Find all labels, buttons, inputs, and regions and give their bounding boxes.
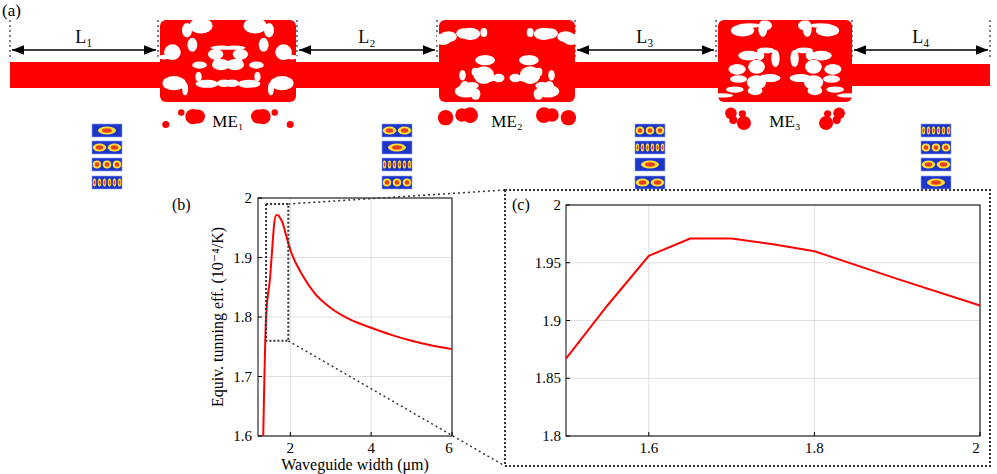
panel-label: (c) — [512, 196, 530, 214]
mode-profile — [635, 158, 665, 171]
tick-mark — [258, 436, 262, 437]
mode-profile — [382, 124, 412, 137]
element-label: ME₁ — [158, 112, 298, 132]
tick-mark — [566, 436, 570, 437]
tick-mark — [258, 198, 262, 199]
mode-element: ME₃ — [716, 16, 854, 134]
tick-label: 1.9 — [542, 313, 561, 330]
mode-profile — [635, 176, 665, 189]
mode-profile — [921, 176, 951, 189]
mode-profile — [635, 141, 665, 154]
tick-label: 2 — [972, 440, 980, 457]
panel-label: (b) — [172, 196, 191, 214]
dimension-extension — [989, 20, 991, 60]
tick-label: 2 — [287, 440, 295, 457]
tick-label: 1.8 — [805, 440, 824, 457]
mode-element: ME₁ — [158, 16, 298, 134]
tick-mark — [452, 432, 453, 436]
waveguide-section — [575, 62, 718, 88]
tick-label: 1.9 — [233, 250, 252, 267]
length-label: L₃ — [636, 28, 653, 48]
data-curve — [566, 238, 980, 358]
tick-mark — [258, 257, 262, 258]
tick-label: 6 — [445, 440, 453, 457]
tick-mark — [258, 376, 262, 377]
tick-label: 1.6 — [639, 440, 658, 457]
tick-label: 1.8 — [542, 428, 561, 445]
dimension-arrow — [12, 49, 156, 51]
tick-label: 1.7 — [233, 369, 252, 386]
dimension-extension — [296, 20, 298, 60]
tick-label: 1.85 — [535, 370, 561, 387]
tick-label: 1.8 — [233, 309, 252, 326]
mode-profile — [92, 141, 122, 154]
mode-profile — [92, 124, 122, 137]
mode-profile — [382, 176, 412, 189]
grid-line — [258, 376, 452, 377]
dimension-extension — [9, 20, 11, 60]
plot-axes — [566, 205, 980, 436]
tick-label: 2 — [245, 190, 253, 207]
axis-title: Equiv. tunning eff. (10⁻⁴/K) — [209, 227, 227, 407]
mode-profile — [92, 176, 122, 189]
zoom-leader — [288, 341, 505, 466]
data-curve — [263, 215, 452, 436]
mode-profile — [635, 124, 665, 137]
tick-mark — [566, 262, 570, 263]
dimension-extension — [157, 20, 159, 60]
tick-mark — [290, 432, 291, 436]
tick-mark — [371, 432, 372, 436]
axis-title: Waveguide width (μm) — [281, 456, 429, 474]
length-label: L₁ — [75, 28, 92, 48]
grid-line — [566, 262, 980, 263]
dimension-extension — [715, 20, 717, 60]
mode-profile — [921, 124, 951, 137]
grid-line — [566, 378, 980, 379]
dimension-arrow — [299, 49, 435, 51]
tick-mark — [648, 432, 649, 436]
element-label: ME₂ — [437, 112, 577, 132]
length-label: L₄ — [912, 28, 929, 48]
grid-line — [258, 317, 452, 318]
grid-line — [258, 257, 452, 258]
grid-line — [566, 320, 980, 321]
tick-mark — [566, 205, 570, 206]
mode-profile — [382, 141, 412, 154]
tick-mark — [814, 432, 815, 436]
tick-label: 1.95 — [535, 255, 561, 272]
plot-axes — [258, 198, 452, 436]
dimension-arrow — [577, 49, 714, 51]
tick-mark — [566, 320, 570, 321]
waveguide — [10, 62, 160, 88]
dimension-arrow — [854, 49, 988, 51]
waveguide — [850, 64, 990, 86]
tick-mark — [980, 432, 981, 436]
tick-mark — [566, 378, 570, 379]
tick-mark — [258, 317, 262, 318]
mode-profile — [382, 158, 412, 171]
mode-profile — [92, 158, 122, 171]
panel-label: (a) — [2, 2, 21, 21]
mode-element: ME₂ — [437, 16, 577, 134]
tick-label: 1.6 — [233, 428, 252, 445]
mode-profile — [921, 141, 951, 154]
zoom-leader — [288, 190, 505, 204]
mode-profile — [921, 158, 951, 171]
element-label: ME₃ — [716, 112, 854, 132]
length-label: L₂ — [358, 28, 375, 48]
tick-label: 4 — [367, 440, 375, 457]
zoom-frame — [505, 190, 990, 466]
waveguide-section — [296, 62, 439, 88]
zoom-box — [266, 204, 288, 341]
tick-label: 2 — [554, 197, 562, 214]
